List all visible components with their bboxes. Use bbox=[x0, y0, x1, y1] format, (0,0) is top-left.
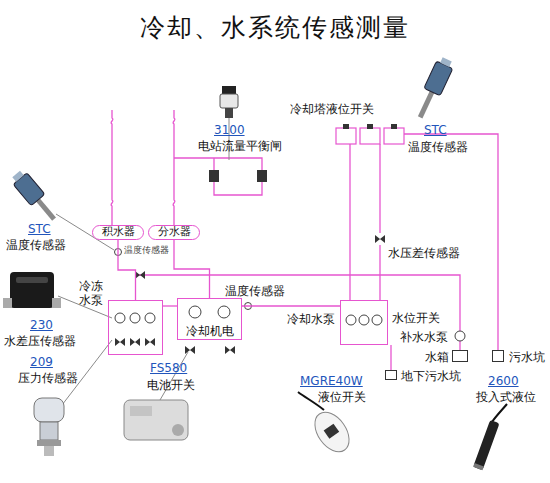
node-text: 地下污水坑 bbox=[401, 369, 461, 383]
leader-line bbox=[160, 352, 188, 400]
node-text: 冷却水泵 bbox=[287, 312, 335, 326]
part-label: 补水水泵 bbox=[400, 330, 448, 344]
model-number: MGRE40W bbox=[300, 374, 363, 388]
sensor-hex bbox=[37, 440, 61, 446]
node-text: 水箱 bbox=[425, 350, 449, 364]
tower-pipe bbox=[349, 144, 350, 300]
part-label: 水压差传感器 bbox=[388, 246, 460, 260]
makeup-pipe bbox=[459, 341, 460, 350]
part-label: 冷却塔液位开关 bbox=[290, 102, 374, 116]
supply-pipe bbox=[111, 110, 113, 225]
switch-fitting bbox=[172, 424, 184, 436]
level-probe-tip bbox=[473, 463, 484, 470]
model-number: STC bbox=[424, 123, 447, 137]
model-number: 209 bbox=[30, 355, 53, 369]
valve-symbol bbox=[225, 346, 235, 354]
node-text: 冷冻水泵 bbox=[79, 279, 105, 307]
compressor-symbol bbox=[218, 306, 230, 318]
collector-band: 积水器 bbox=[92, 225, 144, 240]
drain-pipe bbox=[390, 345, 391, 370]
part-label: 水差压传感器 bbox=[4, 334, 76, 348]
pump-symbol bbox=[372, 315, 382, 325]
pipe-connector bbox=[163, 305, 177, 306]
switch-detail bbox=[130, 406, 152, 416]
pump-symbol bbox=[145, 313, 155, 323]
pump-symbol bbox=[359, 315, 369, 325]
valve-symbol bbox=[185, 346, 195, 354]
level-switch-symbol bbox=[367, 124, 373, 129]
model-number: FS580 bbox=[150, 361, 187, 375]
pipe-connector bbox=[242, 305, 340, 306]
level-switch-symbol bbox=[391, 124, 397, 129]
balance-pipe bbox=[174, 158, 262, 195]
valve-symbol bbox=[135, 271, 145, 279]
pressure-sensor-symbol bbox=[375, 235, 385, 243]
probe-rod bbox=[418, 91, 434, 118]
model-number: 3100 bbox=[214, 123, 245, 137]
cooling-tower bbox=[384, 128, 404, 144]
part-label: 液位开关 bbox=[318, 390, 366, 404]
node-text: 污水坑 bbox=[509, 350, 545, 364]
node-text: 分水器 bbox=[149, 226, 199, 238]
part-label: 温度传感器 bbox=[408, 140, 468, 154]
valve-cap bbox=[222, 86, 236, 94]
part-label: 温度传感器 bbox=[6, 238, 66, 252]
part-label: 温度传感器 bbox=[225, 284, 285, 298]
tower-pipe bbox=[379, 245, 380, 300]
sump-box: 地下污水坑 bbox=[385, 370, 397, 380]
chiller-box: 冷却机电 bbox=[177, 298, 242, 340]
pump-symbol bbox=[346, 315, 356, 325]
tank-box: 水箱 bbox=[452, 350, 468, 362]
level-switch-symbol bbox=[343, 124, 349, 129]
part-label: 温度传感器 bbox=[124, 245, 169, 256]
model-number: STC bbox=[28, 222, 51, 236]
part-label: 电池开关 bbox=[147, 378, 195, 392]
model-number: 230 bbox=[30, 318, 53, 332]
pump-symbol bbox=[455, 331, 465, 341]
valve-body bbox=[220, 94, 238, 108]
sensor-thread bbox=[44, 446, 54, 456]
part-label: 投入式液位 bbox=[476, 390, 536, 404]
probe-cable bbox=[492, 404, 507, 422]
model-number: 2600 bbox=[488, 374, 519, 388]
valve-symbol bbox=[115, 338, 125, 346]
pump-group-box: 冷却水泵 bbox=[340, 300, 388, 345]
pipe-connector bbox=[174, 240, 210, 298]
valve-symbol bbox=[145, 338, 155, 346]
distributor-band: 分水器 bbox=[148, 225, 200, 240]
probe-rod bbox=[36, 198, 56, 220]
cooling-tower bbox=[336, 128, 356, 144]
switch-body bbox=[124, 400, 188, 440]
node-text: 冷却机电 bbox=[186, 324, 234, 338]
tower-pipe bbox=[379, 144, 380, 233]
balance-valve-symbol bbox=[209, 170, 219, 182]
sensor-body bbox=[10, 272, 54, 308]
valve-stem bbox=[225, 108, 233, 118]
pump-symbol bbox=[130, 313, 140, 323]
probe-cap bbox=[440, 57, 452, 67]
pipe-fitting bbox=[3, 298, 12, 308]
part-label: 水位开关 bbox=[392, 311, 440, 325]
part-label: 压力传感器 bbox=[18, 371, 78, 385]
sensor-detail bbox=[16, 277, 48, 283]
cooling-tower bbox=[360, 128, 380, 144]
main-pipe bbox=[135, 275, 460, 331]
balance-valve-symbol bbox=[257, 170, 267, 182]
node-text: 积水器 bbox=[93, 226, 143, 238]
valve-symbol bbox=[130, 338, 140, 346]
level-probe-body bbox=[473, 420, 499, 470]
float-switch-body bbox=[308, 406, 356, 458]
pipe-fitting bbox=[52, 298, 61, 308]
diagram-title: 冷却、水系统传感测量 bbox=[0, 12, 550, 44]
sensor-cap bbox=[34, 398, 64, 422]
sump-box: 污水坑 bbox=[492, 350, 504, 362]
sensor-body bbox=[40, 422, 58, 440]
part-label: 电站流量平衡闸 bbox=[198, 139, 282, 153]
pump-group-box: 冷冻水泵 bbox=[108, 300, 163, 355]
compressor-symbol bbox=[189, 306, 201, 318]
float-switch-label bbox=[324, 424, 340, 439]
probe-cap bbox=[12, 171, 24, 182]
return-pipe bbox=[173, 110, 175, 225]
pump-symbol bbox=[115, 313, 125, 323]
